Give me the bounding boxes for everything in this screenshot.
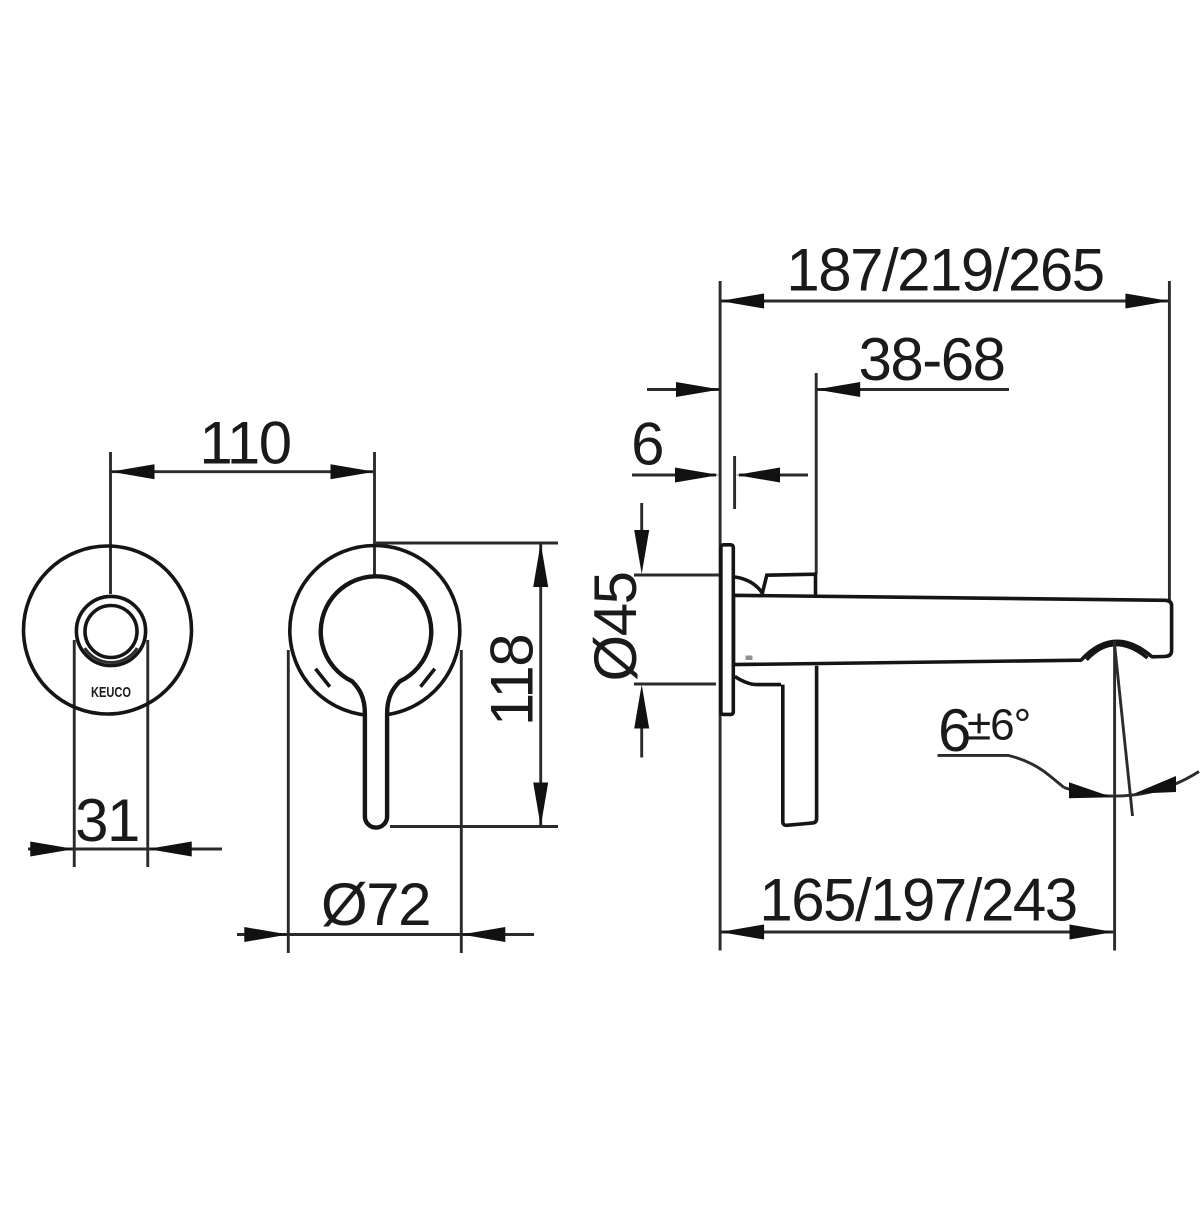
svg-text:165/197/243: 165/197/243	[759, 867, 1076, 934]
svg-text:Ø72: Ø72	[321, 871, 430, 938]
svg-text:38-68: 38-68	[859, 326, 1005, 393]
svg-text:KEUCO: KEUCO	[91, 684, 131, 701]
svg-text:Ø45: Ø45	[582, 573, 649, 682]
svg-text:6: 6	[631, 411, 663, 478]
svg-text:118: 118	[479, 635, 546, 726]
svg-text:110: 110	[199, 410, 290, 477]
svg-text:±6°: ±6°	[967, 701, 1030, 750]
svg-text:6: 6	[938, 697, 970, 764]
svg-text:187/219/265: 187/219/265	[786, 237, 1103, 304]
svg-text:31: 31	[75, 787, 139, 854]
